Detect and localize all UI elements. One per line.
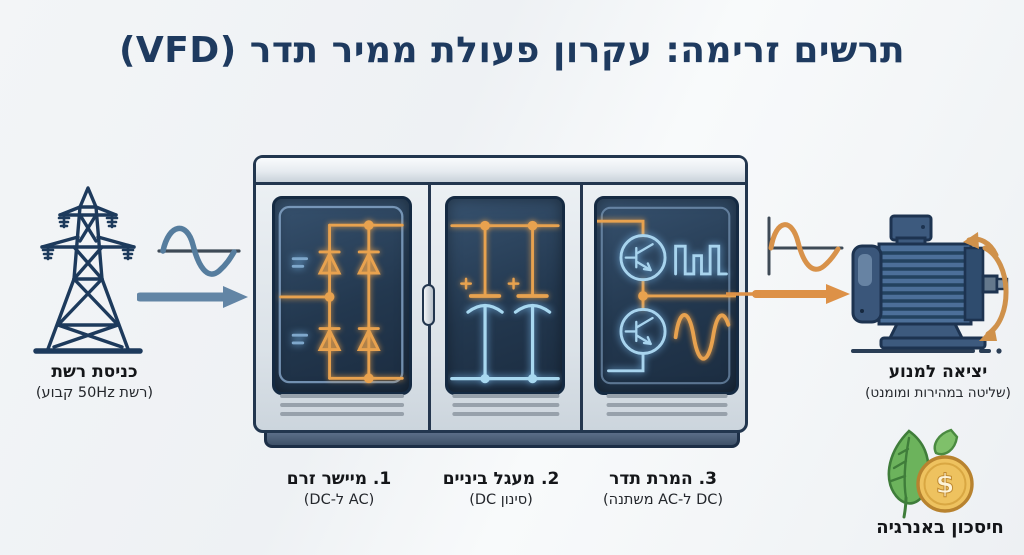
inverter-circuit-icon: [597, 206, 736, 385]
cabinet-door-inverter: [580, 185, 751, 430]
output-label: יציאה למנוע: [888, 362, 988, 382]
electric-motor-icon: [851, 214, 1009, 354]
door2-vents: [451, 389, 560, 421]
stage3-sub-label: (DC ל-AC משתנה): [602, 491, 724, 508]
input-label-block: כניסת רשת (רשת 50Hz קבוע): [2, 361, 187, 404]
dollar-coin-icon: $: [916, 455, 974, 513]
door3-vents: [606, 389, 728, 421]
pwm-wave-icon: [674, 244, 728, 276]
stage1-label: 1. מיישר זרם: [286, 469, 392, 489]
stage2-sub-label: (סינון DC): [469, 491, 533, 508]
output-flow-arrow-icon: [752, 284, 850, 304]
cabinet-top-strip: [256, 158, 745, 185]
output-sub-label: (שליטה במהירות ומומנט): [865, 384, 1011, 401]
input-sub-label: (רשת 50Hz קבוע): [35, 384, 154, 401]
transmission-tower-icon: [33, 186, 143, 354]
ac-sine-wave-icon: [157, 225, 241, 277]
input-flow-arrow-icon: [137, 286, 248, 308]
input-label: כניסת רשת: [51, 362, 138, 382]
variable-sine-wave-icon: [767, 216, 844, 276]
door1-vents: [280, 389, 404, 421]
energy-saving-icon: $: [887, 428, 974, 519]
dclink-screen: [445, 196, 565, 395]
dollar-symbol: $: [936, 469, 955, 500]
rectifier-screen: [272, 196, 412, 395]
inverter-output-wire: [726, 290, 761, 298]
stage2-label: 2. מעגל ביניים: [442, 469, 560, 489]
stage1-sub-label: (AC ל-DC): [303, 491, 375, 508]
cabinet-handle: [422, 284, 435, 326]
cabinet-door-dclink: [428, 185, 580, 430]
stage2-label-block: 2. מעגל ביניים (סינון DC): [416, 468, 586, 511]
stage1-label-block: 1. מיישר זרם (AC ל-DC): [254, 468, 424, 511]
cabinet-door-rectifier: [256, 185, 428, 430]
inverter-screen: [594, 196, 739, 395]
stage3-label: 3. המרת תדר: [609, 469, 717, 489]
rectifier-circuit-icon: [278, 205, 404, 384]
dc-link-capacitor-icon: [450, 220, 560, 384]
output-sine-icon: [673, 313, 731, 361]
energy-saving-label: חיסכון באנרגיה: [876, 517, 1004, 538]
output-label-block: יציאה למנוע (שליטה במהירות ומומנט): [848, 361, 1024, 402]
page-title: תרשים זרימה: עקרון פעולת ממיר תדר (VFD): [118, 30, 906, 71]
motor-junction-box: [889, 214, 933, 248]
rotation-arrows-icon: [963, 232, 1009, 341]
vfd-cabinet: [253, 155, 748, 433]
benefit-label-block: חיסכון באנרגיה: [850, 516, 1024, 540]
stage3-label-block: 3. המרת תדר (DC ל-AC משתנה): [578, 468, 748, 511]
